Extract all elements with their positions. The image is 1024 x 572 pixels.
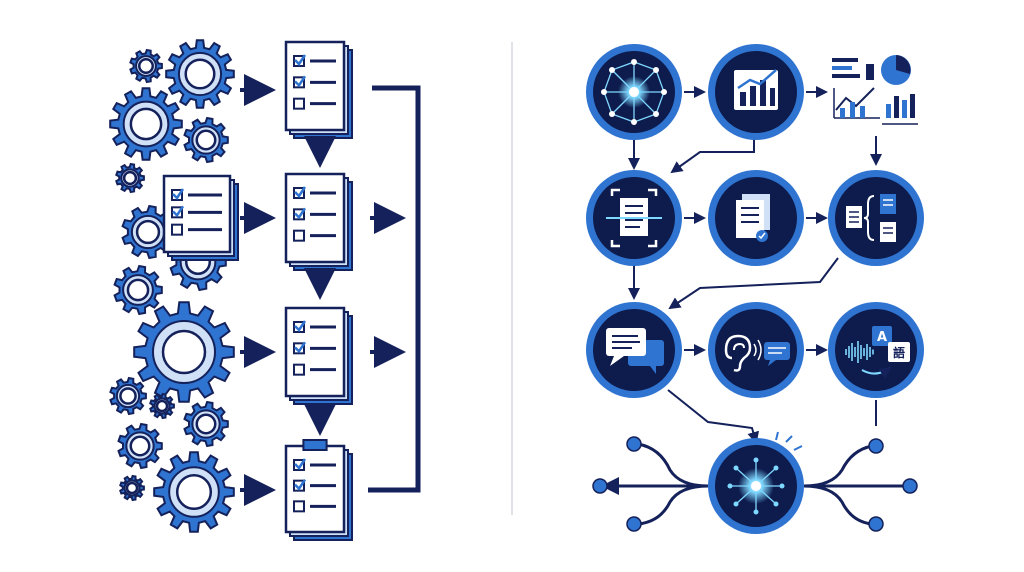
right-panel: A 語 [586, 44, 924, 534]
gear-icon [149, 392, 175, 420]
connector-arrow [668, 257, 839, 310]
gear-icon [117, 422, 163, 470]
checklist-doc-icon [284, 439, 353, 541]
gear-icon [119, 474, 145, 502]
checklist-doc-icon [284, 40, 353, 139]
connector-arrow [670, 132, 755, 174]
gear-icon [109, 376, 147, 416]
gear-icon [133, 301, 235, 403]
verified-document-icon [736, 194, 770, 242]
document-split-icon [846, 194, 896, 242]
gear-icon [109, 87, 183, 161]
cjk-glyph: 語 [893, 345, 905, 360]
gear-icon [113, 264, 163, 316]
gear-icon [183, 116, 229, 164]
neural-network-icon [601, 59, 667, 125]
gear-icon [165, 39, 235, 109]
gear-cluster [109, 39, 235, 533]
gear-icon [153, 451, 235, 533]
gear-icon [183, 400, 229, 448]
gear-icon [129, 48, 163, 84]
checklist-column [162, 40, 353, 541]
connector-arrow [667, 389, 760, 444]
gear-icon [121, 204, 175, 260]
chat-bubbles-icon [606, 328, 664, 374]
translation-icon: A 語 [845, 326, 910, 379]
analytics-icon [832, 55, 918, 125]
feedback-bracket [368, 85, 421, 493]
doc-to-bracket-arrows [370, 202, 406, 368]
ear-speech-icon [724, 334, 790, 372]
node-core [835, 177, 917, 259]
left-panel [109, 39, 421, 541]
node-core [835, 309, 917, 391]
gear-icon [115, 162, 145, 194]
central-hub-icon [727, 431, 803, 515]
bar-chart-icon [734, 69, 778, 110]
checklist-doc-icon [284, 306, 353, 405]
waveform [845, 341, 874, 363]
hub-branches [601, 442, 906, 526]
checklist-doc-icon [284, 172, 353, 271]
document-scan-icon [606, 188, 662, 248]
flow-connectors [628, 86, 882, 444]
latin-glyph: A [877, 330, 887, 345]
gear-to-doc-arrows [240, 74, 276, 506]
hub-endpoints [592, 436, 918, 532]
checklist-doc-icon [162, 174, 239, 261]
